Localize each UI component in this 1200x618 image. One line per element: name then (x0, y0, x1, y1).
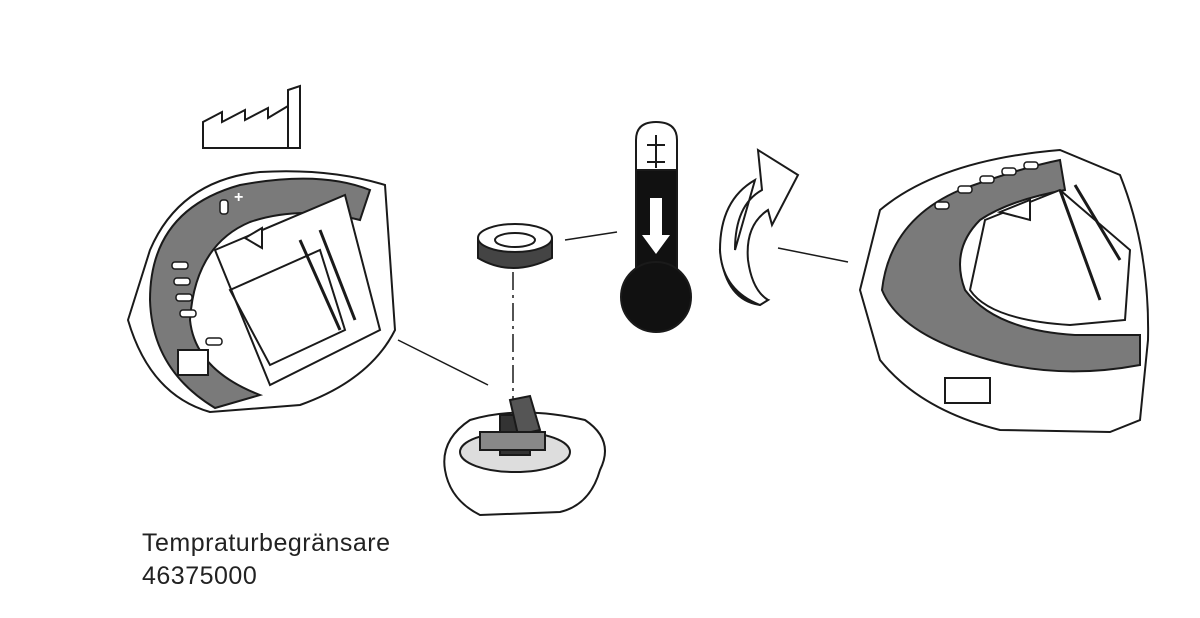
rotate-arrow-icon (718, 148, 800, 307)
right-dial-illustration (858, 148, 1150, 434)
temperature-limiter-part (443, 394, 606, 517)
svg-text:+: + (234, 189, 243, 206)
factory-icon (202, 84, 301, 149)
thermometer-down-icon (620, 120, 692, 333)
nut-part (477, 223, 553, 269)
part-number-label: 46375000 (142, 562, 258, 590)
leader-lines (397, 231, 849, 405)
left-dial-illustration: + (126, 170, 397, 414)
part-name-label: Tempraturbegränsare (142, 529, 391, 557)
